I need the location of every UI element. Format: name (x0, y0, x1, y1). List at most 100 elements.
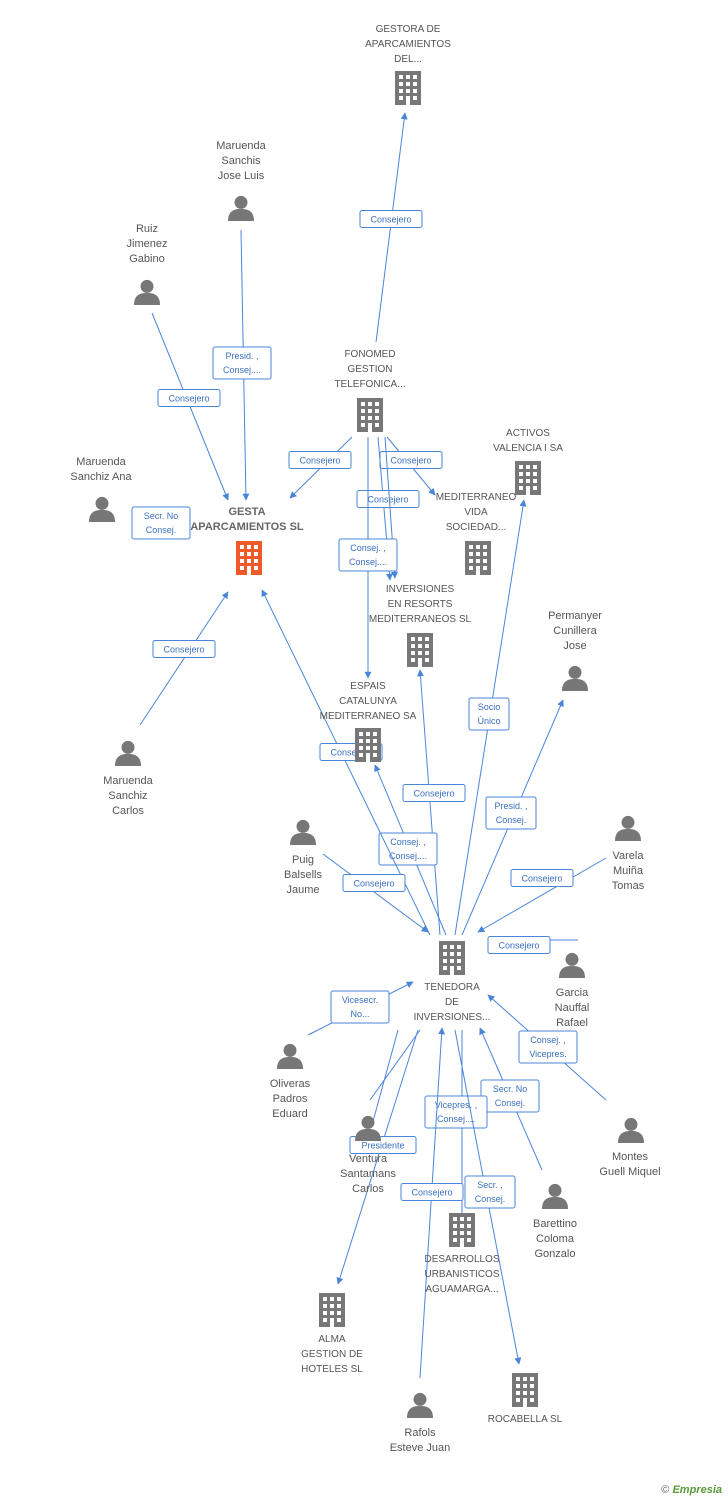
edge-e24[interactable]: Consejero (400, 1027, 464, 1379)
edge-label-box[interactable] (342, 874, 406, 892)
edge-e1[interactable]: Consejero (359, 112, 423, 343)
edge-label-text: Vicepres. , (435, 1100, 477, 1110)
edge-label-box[interactable] (510, 869, 574, 887)
edge-label-box[interactable] (330, 990, 390, 1024)
node-rocabella[interactable]: ROCABELLA SL (488, 1373, 563, 1425)
node-label: Carlos (352, 1183, 384, 1195)
node-label: DESARROLLOS (424, 1254, 499, 1265)
person-icon (618, 1117, 644, 1143)
edge-e14[interactable]: Consej. ,Consej.... (374, 764, 447, 936)
edge-label-text: Socio (478, 702, 501, 712)
edge-e16[interactable]: Consejero (322, 853, 429, 933)
edge-line (322, 853, 429, 933)
edge-label-text: Consej. , (350, 543, 386, 553)
edge-label-box[interactable] (464, 1175, 516, 1209)
node-desarrollos[interactable]: DESARROLLOSURBANISTICOSAGUAMARGA... (424, 1213, 500, 1295)
edge-label-text: Secr. , (477, 1180, 503, 1190)
node-label: Maruenda (103, 775, 153, 787)
empresia-logo[interactable]: Empresia (672, 1484, 722, 1496)
edge-label-text: Vicesecr. (342, 995, 378, 1005)
edge-label-box[interactable] (356, 490, 420, 508)
edge-label-box[interactable] (518, 1030, 578, 1064)
node-label: SOCIEDAD... (446, 522, 507, 533)
edge-label-text: Consej.... (389, 851, 427, 861)
node-label: ALMA (318, 1334, 346, 1345)
edge-label-text: Consejero (330, 748, 371, 758)
person-icon (559, 952, 585, 978)
person-icon (228, 195, 254, 221)
edge-e25[interactable]: Secr. ,Consej. (454, 1029, 522, 1365)
node-label: Jaume (286, 884, 319, 896)
node-label: Oliveras (270, 1078, 311, 1090)
node-label: Gabino (129, 253, 164, 265)
edge-e12[interactable]: Consejero (402, 669, 466, 936)
node-fonomed[interactable]: FONOMEDGESTIONTELEFONICA... (334, 349, 406, 432)
edge-label-box[interactable] (378, 832, 438, 866)
edge-label-text: Consejero (353, 879, 394, 889)
edge-label-box[interactable] (485, 796, 537, 830)
edge-e19[interactable]: Consejero (487, 936, 578, 954)
edge-e9[interactable]: Consej. ,Consej.... (338, 436, 399, 579)
edge-e10[interactable]: Consejero (139, 591, 229, 726)
edge-e5[interactable]: Consejero (288, 436, 353, 499)
edge-label-box[interactable] (157, 389, 221, 407)
edge-e2[interactable]: Presid. ,Consej.... (212, 229, 272, 501)
edge-label-box[interactable] (487, 936, 551, 954)
edge-label-box[interactable] (359, 210, 423, 228)
edge-label-text: Presid. , (494, 801, 527, 811)
edge-e13[interactable]: Presid. ,Consej. (461, 699, 564, 936)
node-tenedora[interactable]: TENEDORADEINVERSIONES... (414, 941, 491, 1023)
node-label: GESTORA DE (376, 24, 441, 35)
node-mediterraneo_vida[interactable]: MEDITERRANEOVIDASOCIEDAD... (436, 492, 517, 575)
node-label: Muiña (613, 865, 644, 877)
node-gestora[interactable]: GESTORA DEAPARCAMIENTOSDEL... (365, 24, 451, 105)
edge-e3[interactable]: Consejero (151, 312, 229, 501)
edge-label-box[interactable] (338, 538, 398, 572)
edge-e17[interactable]: Consejero (477, 857, 607, 933)
edge-label-box[interactable] (400, 1183, 464, 1201)
edge-label-box[interactable] (212, 346, 272, 380)
edge-e20[interactable]: Consej. ,Vicepres. (487, 994, 607, 1101)
edge-e6[interactable]: Consejero (379, 436, 443, 496)
edge-label-box[interactable] (402, 784, 466, 802)
edge-label-box[interactable] (152, 640, 216, 658)
building-icon (357, 398, 383, 432)
edge-label-box[interactable] (131, 506, 191, 540)
edge-label-box[interactable] (288, 451, 352, 469)
edge-e18[interactable]: Vicesecr.No... (307, 981, 414, 1036)
building-icon (236, 541, 262, 575)
edge-label-text: Consej. (146, 525, 177, 535)
node-label: Garcia (556, 987, 589, 999)
node-label: Esteve Juan (390, 1442, 451, 1454)
edge-label-box[interactable] (468, 697, 510, 731)
edge-line (371, 1029, 399, 1126)
person-icon (562, 665, 588, 691)
copyright-mark: © (661, 1484, 670, 1496)
node-label: EN RESORTS (388, 599, 453, 610)
edge-label-box[interactable] (424, 1095, 488, 1129)
edge-e7[interactable]: Consejero (356, 436, 420, 581)
node-label: Jose (563, 640, 586, 652)
